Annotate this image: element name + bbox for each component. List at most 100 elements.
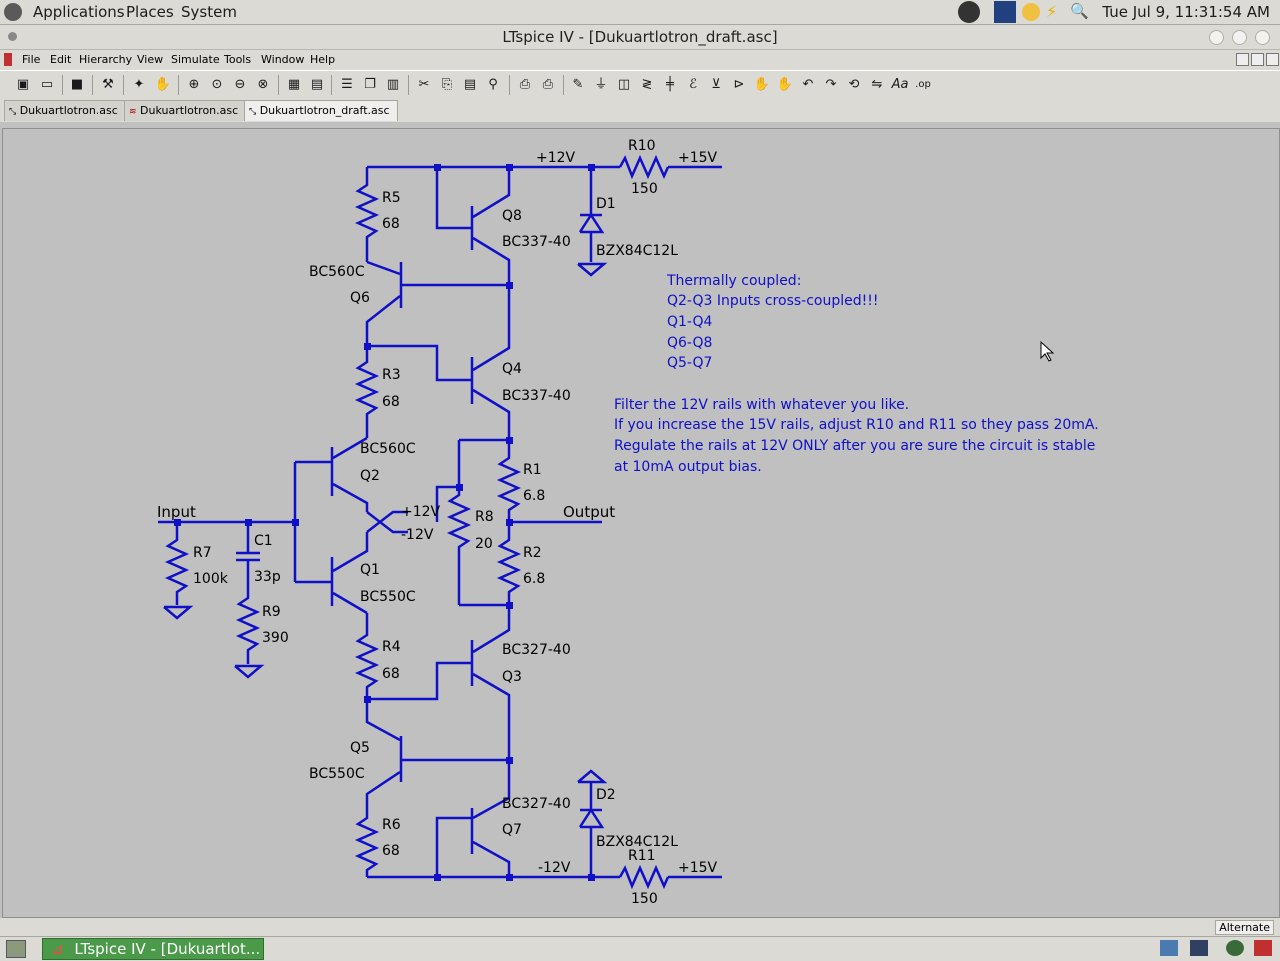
system-menu[interactable]: System [181,3,237,21]
mouse-cursor-icon [1040,340,1055,362]
open-icon[interactable]: ▭ [40,77,54,92]
menu-hierarchy[interactable]: Hierarchy [79,53,133,66]
redo-icon[interactable]: ↷ [825,77,837,92]
drag-icon[interactable]: ✋ [776,77,794,92]
diode-icon[interactable]: ⊻ [711,77,721,92]
component-value: 68 [382,666,400,682]
launcher-search-icon[interactable]: 🔍 [1070,2,1089,20]
waveform-icon[interactable]: ▦ [287,77,301,92]
text-icon[interactable]: Aa [891,77,909,92]
component-label: Q4 [502,361,522,377]
toolbar-separator [123,75,124,95]
tab-dukuartlotron-2[interactable]: ≋ Dukuartlotron.asc [124,100,248,121]
ltspice-app-icon[interactable] [4,53,12,66]
junction-dots [174,164,595,881]
cascade-icon[interactable]: ❐ [364,77,376,92]
launcher-play-icon[interactable] [958,1,980,23]
tile-horizontal-icon[interactable]: ☰ [341,77,353,92]
resistor-icon[interactable]: ≷ [641,77,653,92]
launcher-face-icon[interactable] [1022,3,1040,21]
cut-icon[interactable]: ✂ [418,77,430,92]
net-label: -12V [538,860,571,876]
component-value: 390 [262,630,289,646]
tab-label: Dukuartlotron_draft.asc [259,104,390,117]
inductor-icon[interactable]: ℰ [689,77,697,92]
wire-icon[interactable]: ✎ [572,77,584,92]
minimize-button[interactable] [1209,30,1224,45]
applications-menu[interactable]: Applications [33,3,125,21]
autorange-icon[interactable]: ▤ [310,77,324,92]
tray-network-icon[interactable] [1160,940,1178,956]
note-line: Thermally coupled: [666,273,801,289]
run-icon[interactable]: ✦ [133,77,145,92]
tile-vertical-icon[interactable]: ▥ [386,77,400,92]
component-value: BC560C [309,264,365,280]
window-title: LTspice IV - [Dukuartlotron_draft.asc] [502,28,778,46]
print-icon[interactable]: ⎙ [542,77,554,92]
mirror-icon[interactable]: ⇋ [871,77,883,92]
note-line: If you increase the 15V rails, adjust R1… [614,417,1099,433]
tray-ltspice-icon[interactable] [1254,940,1272,956]
net-label: -12V [401,527,434,543]
component-label: Q7 [502,822,522,838]
label-icon[interactable]: ◫ [617,77,631,92]
component-label: C1 [254,533,273,549]
menu-view[interactable]: View [137,53,164,66]
menu-tools[interactable]: Tools [224,53,252,66]
zoom-in-icon[interactable]: ⊕ [188,77,200,92]
save-icon[interactable]: ■ [70,77,84,92]
menu-help[interactable]: Help [310,53,336,66]
launcher-app-icon[interactable] [994,1,1016,23]
copy-icon[interactable]: ⎘ [441,77,453,92]
zoom-cancel-icon[interactable]: ⊗ [257,77,269,92]
zoom-out-icon[interactable]: ⊖ [234,77,246,92]
mdi-close-button[interactable] [1266,53,1279,66]
show-desktop-icon[interactable] [6,940,26,958]
taskbar-item-ltspice[interactable]: ⊿ LTspice IV - [Dukuartlot... [42,938,264,960]
tray-app-icon[interactable] [1226,940,1244,956]
component-label: R9 [262,604,281,620]
maximize-button[interactable] [1232,30,1247,45]
component-label: R4 [382,639,401,655]
spice-directive-icon[interactable]: .op [915,79,931,90]
rotate-icon[interactable]: ⟲ [848,77,860,92]
places-menu[interactable]: Places [126,3,174,21]
pan-icon[interactable]: ✋ [154,77,172,92]
mdi-restore-button[interactable] [1251,53,1264,66]
new-schematic-icon[interactable]: ▣ [16,77,30,92]
menu-simulate[interactable]: Simulate [171,53,220,66]
find-icon[interactable]: ⚲ [488,77,498,92]
component-value: 150 [631,181,658,197]
move-icon[interactable]: ✋ [753,77,771,92]
tray-display-icon[interactable] [1190,940,1208,956]
menu-edit[interactable]: Edit [50,53,72,66]
capacitor-icon[interactable]: ╪ [666,77,674,92]
menu-file[interactable]: File [22,53,41,66]
toolbar-separator [178,75,179,95]
clock[interactable]: Tue Jul 9, 11:31:54 AM [1102,3,1270,21]
menu-window[interactable]: Window [261,53,305,66]
net-label: Input [157,503,196,521]
launcher-bolt-icon[interactable]: ⚡ [1046,2,1058,21]
mdi-minimize-button[interactable] [1236,53,1249,66]
undo-icon[interactable]: ↶ [802,77,814,92]
component-label: Q6 [350,290,370,306]
zoom-area-icon[interactable]: ⊙ [211,77,223,92]
component-value: BC337-40 [502,234,571,250]
print-setup-icon[interactable]: ⎙ [519,77,531,92]
paste-icon[interactable]: ▤ [463,77,477,92]
menubar: File Edit Hierarchy View Simulate Tools … [0,50,1280,70]
tab-dukuartlotron-1[interactable]: ⤡ Dukuartlotron.asc [4,100,126,121]
component-icon[interactable]: ⊳ [733,77,745,92]
component-label: D2 [596,787,616,803]
close-button[interactable] [1255,30,1270,45]
gnome-logo-icon[interactable] [4,3,22,21]
component-label: R11 [628,848,656,864]
window-menu-icon[interactable] [8,32,17,41]
control-panel-icon[interactable]: ⚒ [102,77,114,92]
component-label: R10 [628,138,656,154]
note-line: Q6-Q8 [667,335,712,351]
tab-dukuartlotron-draft[interactable]: ⤡ Dukuartlotron_draft.asc [244,100,398,121]
ground-icon[interactable]: ⏚ [594,77,608,92]
